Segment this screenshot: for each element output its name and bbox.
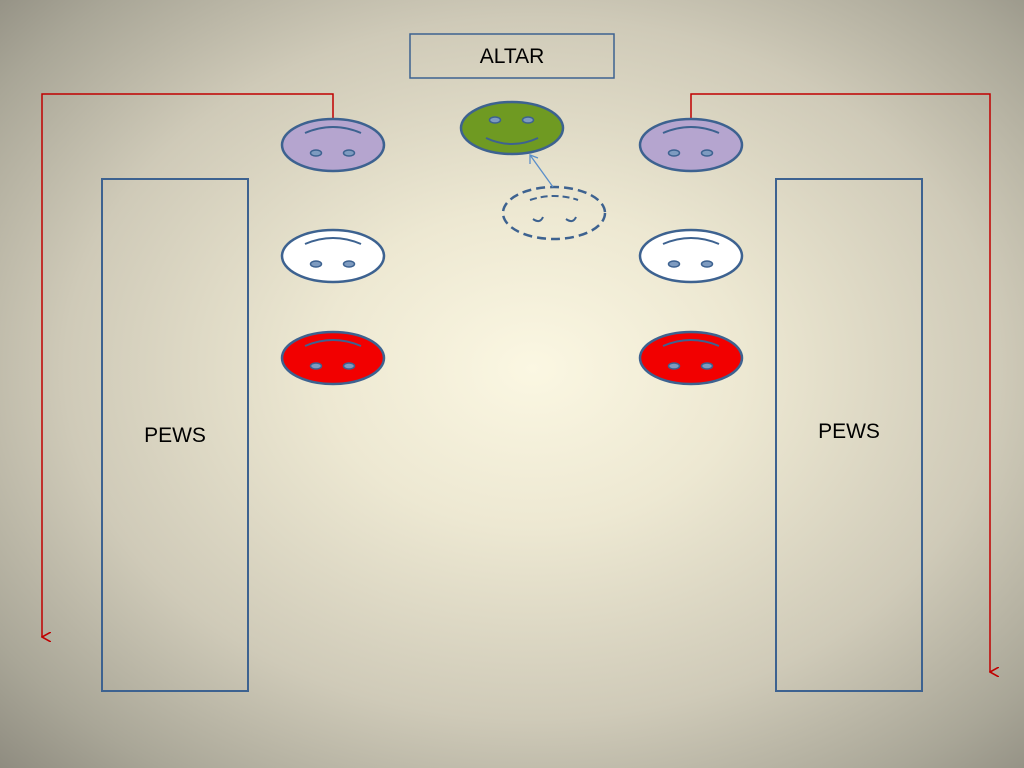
pews-right-box [775,178,923,692]
pews-left-label: PEWS [144,424,206,447]
priest-eye-left [488,116,502,124]
former-eye-left [532,216,544,223]
movement-pointer-arrow [529,154,554,188]
face-left-white [280,228,386,284]
procession-arrow-right [690,93,990,672]
former-eye-right [565,216,577,223]
priest-eye-right [521,116,535,124]
face-right-red [638,330,744,386]
procession-arrow-left [42,93,334,637]
face-left-red [280,330,386,386]
pews-left-box [101,178,249,692]
altar-label: ALTAR [479,45,545,68]
face-right-purple [638,117,744,173]
face-left-purple [280,117,386,173]
former-brow [529,195,579,201]
face-right-white [638,228,744,284]
priest-face [459,100,565,156]
priest-smile [485,137,539,145]
altar-box [409,33,615,79]
pews-right-label: PEWS [818,420,880,443]
former-position-face [501,185,607,241]
